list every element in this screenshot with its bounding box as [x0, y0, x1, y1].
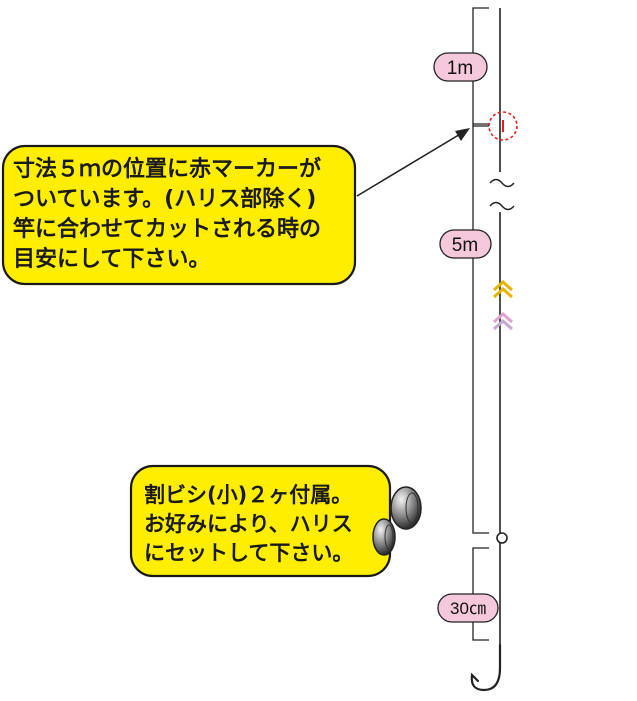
callout-bottom-line2: お好みにより、ハリス — [144, 512, 353, 536]
split-shot-icon — [390, 486, 422, 530]
callout-top-line2: ついています。(ハリス部除く) — [13, 186, 316, 212]
callout-bottom-line3: にセットして下さい。 — [144, 541, 353, 565]
callout-top-line4: 目安にして下さい。 — [13, 246, 210, 272]
callout-bottom-line1: 割ビシ(小)２ヶ付属。 — [144, 483, 352, 507]
callout-top-line3: 竿に合わせてカットされる時の — [13, 216, 321, 242]
pill-1m-label: 1m — [447, 58, 473, 79]
callout-bottom: 割ビシ(小)２ヶ付属。 お好みにより、ハリス にセットして下さい。 — [129, 464, 392, 578]
hook-icon — [470, 643, 502, 692]
callout-top: 寸法５ｍの位置に赤マーカーが ついています。(ハリス部除く) 竿に合わせてカット… — [1, 144, 357, 286]
bracket-5m — [472, 124, 489, 534]
pill-30cm: 30㎝ — [437, 593, 499, 623]
split-shot-icon — [372, 518, 396, 556]
swivel-icon — [496, 532, 508, 544]
chevron-icon — [493, 279, 513, 331]
pill-1m: 1m — [433, 52, 488, 82]
red-marker-icon — [488, 111, 518, 141]
arrow-icon — [356, 128, 470, 197]
pill-5m-label: 5m — [452, 235, 478, 256]
pill-30cm-label: 30㎝ — [450, 599, 486, 618]
line-break-icon — [488, 172, 515, 212]
pill-5m: 5m — [439, 229, 492, 259]
callout-top-line1: 寸法５ｍの位置に赤マーカーが — [13, 156, 321, 182]
